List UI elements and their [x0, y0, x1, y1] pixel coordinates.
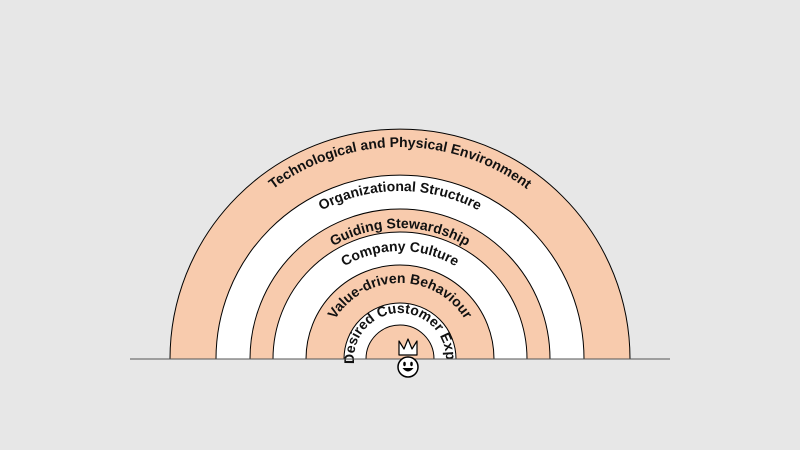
rings-group: [169, 128, 631, 360]
right-eye: [410, 361, 413, 367]
crown-icon: [398, 338, 418, 356]
left-eye: [403, 361, 406, 367]
mouth: [402, 368, 414, 372]
customer-icon: [397, 338, 419, 378]
smiley-face-icon: [397, 356, 419, 378]
